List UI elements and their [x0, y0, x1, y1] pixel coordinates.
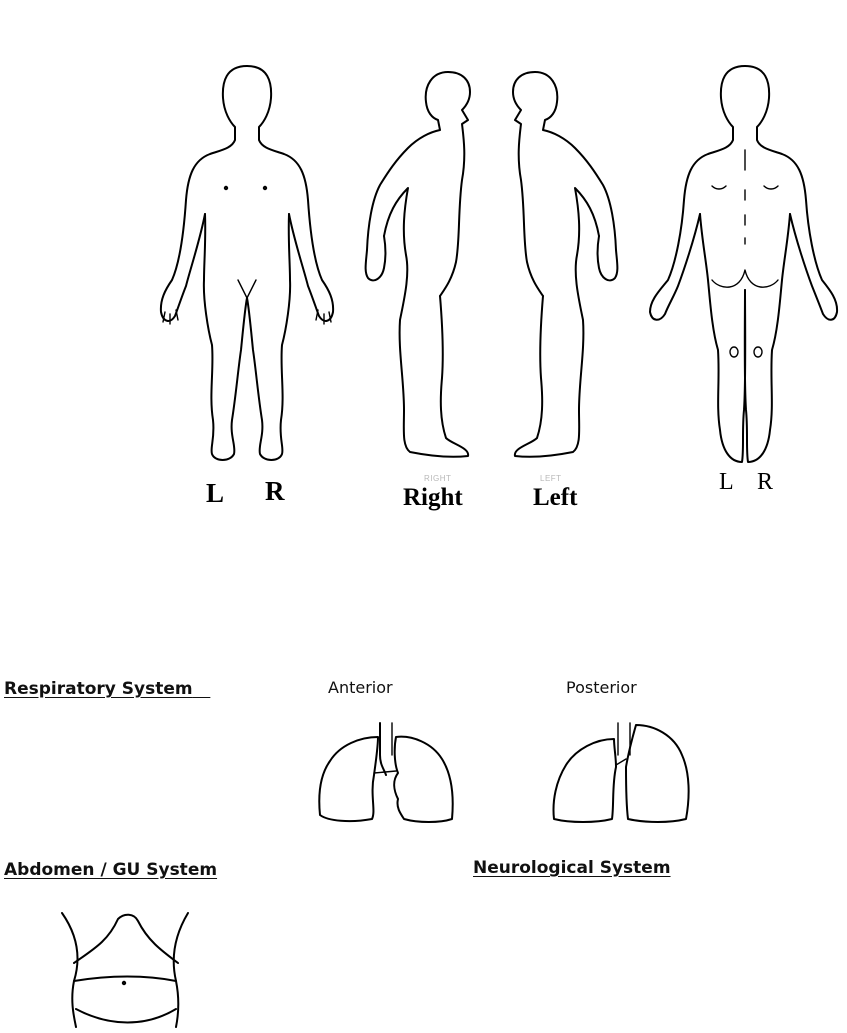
- abdomen-heading: Abdomen / GU System: [4, 860, 218, 880]
- posterior-label: Posterior: [566, 678, 637, 697]
- back-left-label: L: [719, 469, 734, 495]
- respiratory-heading: Respiratory System: [4, 679, 210, 699]
- anterior-lungs: [318, 722, 454, 823]
- neurological-heading: Neurological System: [473, 858, 671, 878]
- front-left-label: L: [206, 478, 225, 508]
- front-body-figure: [159, 65, 335, 461]
- right-side-small-label: RIGHT: [424, 474, 452, 483]
- respiratory-heading-text: Respiratory System: [4, 679, 193, 699]
- anterior-label: Anterior: [328, 678, 393, 697]
- left-side-small-label: LEFT: [540, 474, 562, 483]
- left-side-body-figure: [512, 71, 619, 458]
- front-right-label: R: [265, 476, 285, 506]
- back-right-label: R: [757, 469, 774, 495]
- right-side-label: Right: [403, 484, 463, 511]
- posterior-lungs: [552, 722, 690, 823]
- back-body-figure: [649, 65, 839, 463]
- right-side-body-figure: [364, 71, 471, 458]
- abdomen-diagram: [61, 912, 189, 1028]
- left-side-label: Left: [533, 484, 578, 511]
- lung-diagrams: [318, 722, 690, 823]
- body-diagrams: [159, 65, 839, 463]
